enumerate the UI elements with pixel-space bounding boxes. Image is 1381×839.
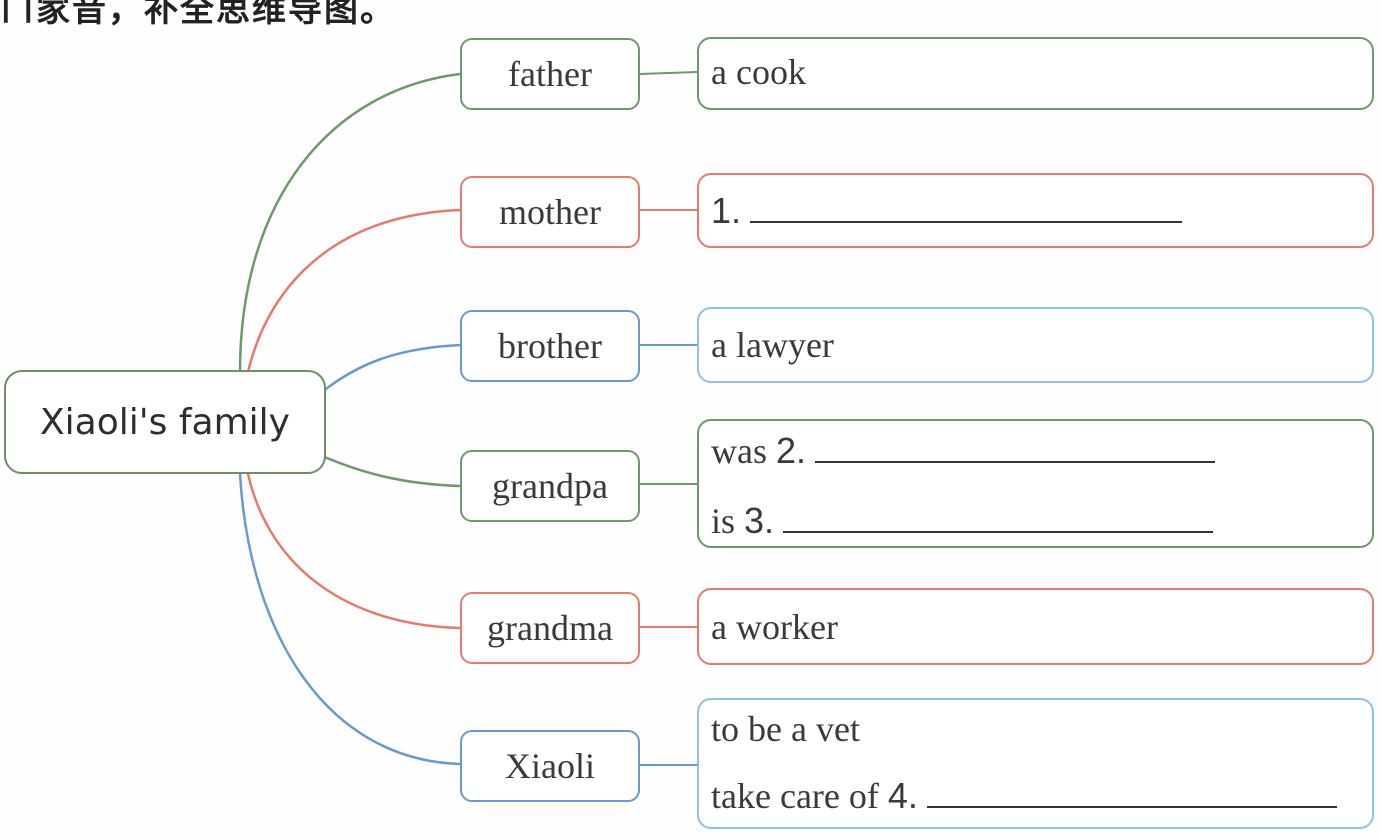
blank-number: 3. <box>744 500 775 541</box>
blank-number: 1. <box>711 190 742 231</box>
answer-blank[interactable] <box>926 774 1337 808</box>
instruction-header: ㄇ家音，补全思维导图。 <box>0 0 396 30</box>
detail-line: to be a vet <box>711 708 860 750</box>
detail-line: a lawyer <box>711 324 834 366</box>
link-grandma <box>246 473 461 630</box>
node-mother: mother <box>460 176 640 248</box>
link-father-detail <box>639 71 698 75</box>
detail-line: a worker <box>711 606 838 648</box>
answer-blank[interactable] <box>783 499 1214 533</box>
detail-grandma: a worker <box>697 588 1374 665</box>
detail-text: a cook <box>711 52 806 92</box>
link-mother <box>246 208 461 373</box>
detail-text: is <box>711 501 736 541</box>
detail-line: is 3. <box>711 499 1214 542</box>
answer-blank[interactable] <box>750 189 1183 223</box>
member-label: brother <box>498 326 602 366</box>
detail-father: a cook <box>697 37 1374 110</box>
node-grandma: grandma <box>460 592 640 664</box>
node-xiaoli: Xiaoli <box>460 730 640 802</box>
node-father: father <box>460 38 640 110</box>
detail-xiaoli: to be a vet take care of 4. <box>697 698 1374 829</box>
detail-brother: a lawyer <box>697 307 1374 383</box>
link-xiaoli <box>238 473 461 766</box>
link-grandpa <box>321 454 461 488</box>
detail-text: a worker <box>711 607 838 647</box>
detail-line: was 2. <box>711 429 1216 472</box>
member-label: grandpa <box>492 466 608 506</box>
member-label: grandma <box>487 608 613 648</box>
node-grandpa: grandpa <box>460 450 640 522</box>
member-label: father <box>508 54 592 94</box>
detail-text: take care of <box>711 776 879 816</box>
detail-line: a cook <box>711 51 806 93</box>
detail-mother: 1. <box>697 173 1374 248</box>
center-node: Xiaoli's family <box>4 370 326 474</box>
center-label: Xiaoli's family <box>40 401 290 443</box>
blank-number: 4. <box>887 775 918 816</box>
detail-line: 1. <box>711 189 1183 232</box>
blank-number: 2. <box>776 430 807 471</box>
detail-text: was <box>711 431 767 471</box>
detail-text: to be a vet <box>711 709 860 749</box>
member-label: mother <box>499 192 601 232</box>
detail-grandpa: was 2. is 3. <box>697 419 1374 548</box>
member-label: Xiaoli <box>505 746 595 786</box>
answer-blank[interactable] <box>815 429 1216 463</box>
link-father <box>238 72 461 373</box>
link-brother <box>321 343 461 393</box>
detail-text: a lawyer <box>711 325 834 365</box>
node-brother: brother <box>460 310 640 382</box>
detail-line: take care of 4. <box>711 774 1337 817</box>
